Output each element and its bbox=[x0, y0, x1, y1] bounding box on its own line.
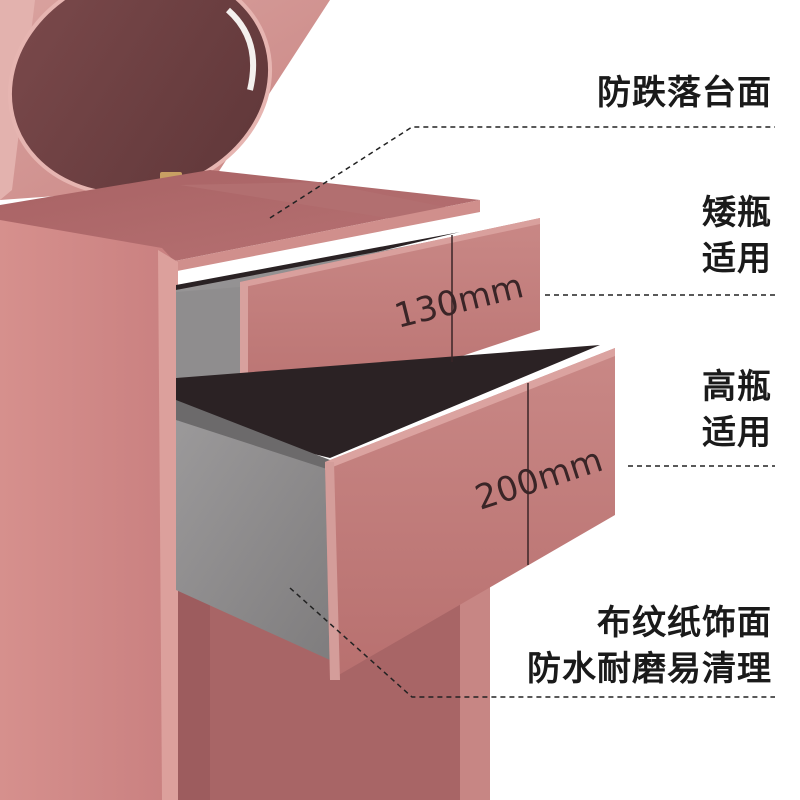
callout-fabric-finish: 布纹纸饰面 防水耐磨易清理 bbox=[527, 600, 772, 692]
callout-text-line-1: 高瓶 bbox=[702, 367, 772, 407]
cabinet-left-side bbox=[0, 220, 178, 800]
callout-tall-bottle: 高瓶 适用 bbox=[702, 364, 772, 456]
leader-top bbox=[269, 126, 775, 219]
callout-text-line-2: 适用 bbox=[702, 239, 772, 279]
lower-drawer bbox=[176, 345, 615, 680]
callout-text: 防跌落台面 bbox=[597, 73, 772, 113]
lower-drawer-front bbox=[325, 348, 615, 680]
mirror bbox=[9, 0, 271, 195]
callout-text-line-1: 矮瓶 bbox=[702, 193, 772, 233]
leader-fabric bbox=[289, 587, 775, 698]
callout-text-line-2: 防水耐磨易清理 bbox=[527, 649, 772, 689]
cabinet-top-surface bbox=[0, 170, 480, 272]
leader-lines bbox=[269, 126, 775, 698]
callout-short-bottle: 矮瓶 适用 bbox=[702, 190, 772, 282]
callout-text-line-2: 适用 bbox=[702, 413, 772, 453]
flip-up-mirror-lid bbox=[0, 0, 330, 200]
callout-drop-proof-top: 防跌落台面 bbox=[597, 70, 772, 116]
callout-text-line-1: 布纹纸饰面 bbox=[597, 603, 772, 643]
